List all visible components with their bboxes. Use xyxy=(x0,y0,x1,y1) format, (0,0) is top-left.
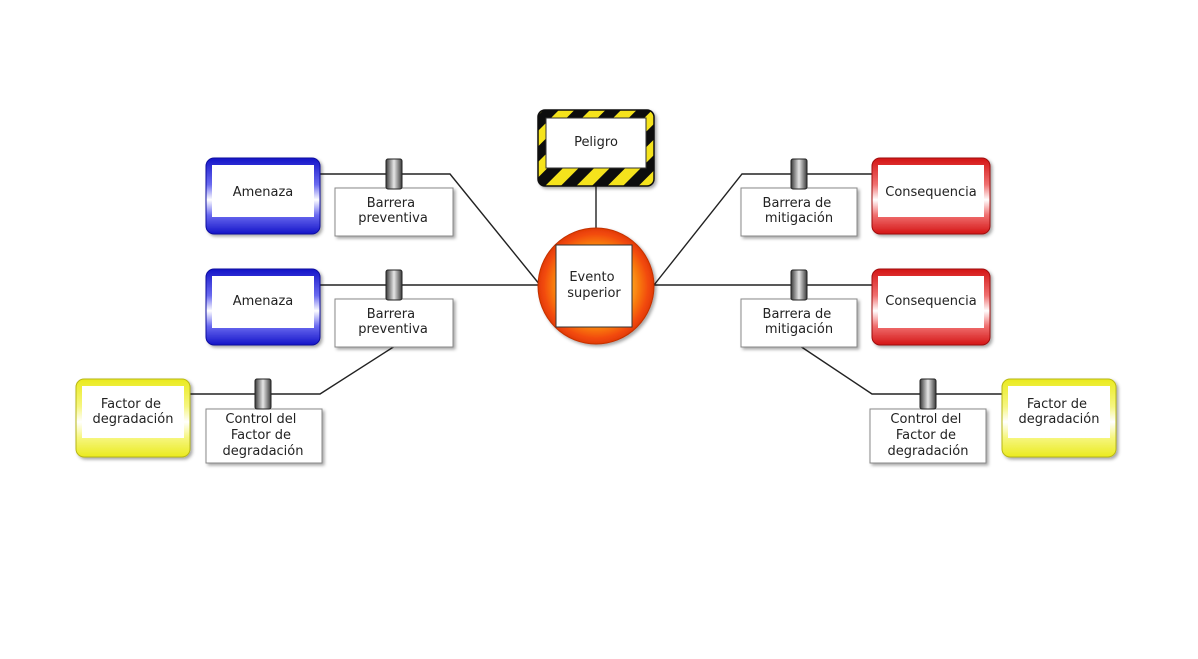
escalation-control-right-label: Control del Factor de degradación xyxy=(888,412,969,459)
preventive-barrier-2[interactable]: Barrera preventiva xyxy=(334,269,454,348)
threat-node-1[interactable]: Amenaza xyxy=(205,157,321,235)
consequence-node-2[interactable]: Consequencia xyxy=(871,268,991,346)
barrier-handle-icon xyxy=(385,269,403,301)
barrier-handle-icon xyxy=(254,378,272,410)
escalation-factor-left-label: Factor de degradación xyxy=(93,397,174,427)
line-escalation-right xyxy=(799,345,1002,395)
escalation-factor-right[interactable]: Factor de degradación xyxy=(1001,378,1117,458)
line-threat-1 xyxy=(320,173,541,286)
barrier-handle-icon xyxy=(919,378,937,410)
consequence-label-2: Consequencia xyxy=(885,294,977,309)
escalation-control-right[interactable]: Control del Factor de degradación xyxy=(869,378,987,464)
preventive-barrier-1-label: Barrera preventiva xyxy=(358,196,428,226)
threat-label-2: Amenaza xyxy=(233,294,294,309)
top-event-node[interactable]: Evento superior xyxy=(537,227,655,345)
mitigation-barrier-1-label: Barrera de mitigación xyxy=(763,196,836,226)
barrier-handle-icon xyxy=(790,158,808,190)
top-event-label: Evento superior xyxy=(567,270,621,301)
connector-lines xyxy=(190,173,1002,395)
escalation-control-left[interactable]: Control del Factor de degradación xyxy=(205,378,323,464)
top-event-line-2: superior xyxy=(567,286,621,301)
hazard-label: Peligro xyxy=(574,135,618,150)
mitigation-barrier-2-label: Barrera de mitigación xyxy=(763,307,836,337)
threat-node-2[interactable]: Amenaza xyxy=(205,268,321,346)
line-escalation-left xyxy=(190,345,396,395)
barrier-handle-icon xyxy=(385,158,403,190)
escalation-factor-left[interactable]: Factor de degradación xyxy=(75,378,191,458)
top-event-line-1: Evento xyxy=(569,270,614,285)
consequence-label-1: Consequencia xyxy=(885,185,977,200)
line-consequence-1 xyxy=(653,173,872,286)
escalation-factor-right-label: Factor de degradación xyxy=(1019,397,1100,427)
hazard-node[interactable]: Peligro xyxy=(537,109,655,187)
escalation-control-left-label: Control del Factor de degradación xyxy=(223,412,304,459)
mitigation-barrier-2[interactable]: Barrera de mitigación xyxy=(740,269,858,348)
consequence-node-1[interactable]: Consequencia xyxy=(871,157,991,235)
barrier-handle-icon xyxy=(790,269,808,301)
mitigation-barrier-1[interactable]: Barrera de mitigación xyxy=(740,158,858,237)
preventive-barrier-2-label: Barrera preventiva xyxy=(358,307,428,337)
threat-label-1: Amenaza xyxy=(233,185,294,200)
preventive-barrier-1[interactable]: Barrera preventiva xyxy=(334,158,454,237)
